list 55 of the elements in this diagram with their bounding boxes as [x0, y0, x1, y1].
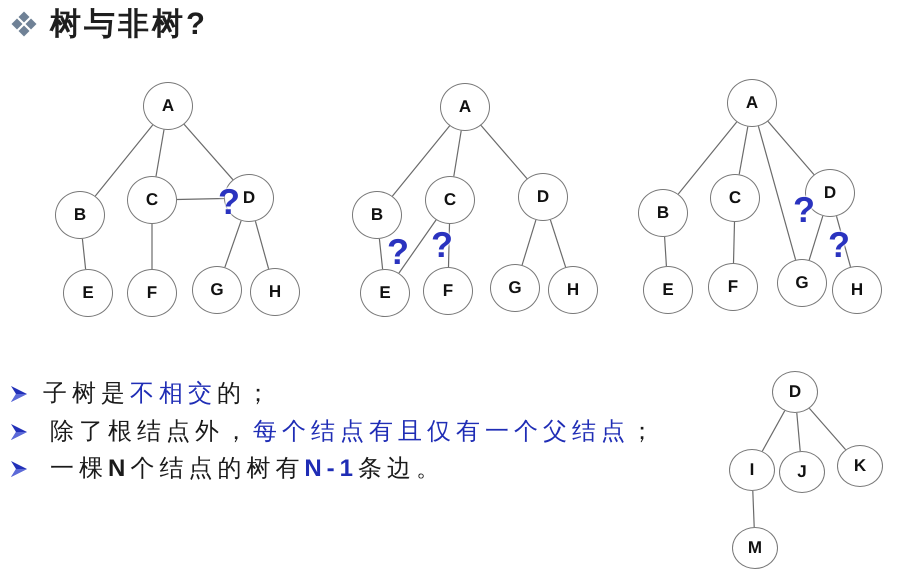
tree-node: G	[777, 259, 827, 307]
edge-line	[768, 121, 814, 175]
tree-node: E	[643, 266, 693, 314]
edge-line	[392, 126, 450, 196]
tree-node: D	[772, 371, 818, 413]
tree-node: F	[423, 267, 473, 315]
tree-node: D	[518, 173, 568, 221]
bullet-text: 除了根结点外，每个结点有且仅有一个父结点；	[50, 418, 659, 446]
tree-node: G	[192, 266, 242, 314]
tree-node: A	[727, 79, 777, 127]
tree-node: C	[425, 176, 475, 224]
edge-line	[678, 122, 738, 194]
edge-line	[94, 124, 154, 196]
edge-line	[758, 126, 796, 260]
bullet-text: 子树是不相交的；	[43, 380, 275, 408]
tree-node: I	[729, 449, 775, 491]
edge-line	[550, 220, 566, 268]
edge-line	[522, 220, 536, 266]
tree-node: A	[143, 82, 193, 130]
edge-line	[480, 125, 528, 179]
edge-line	[796, 412, 801, 452]
tree-node: H	[832, 266, 882, 314]
edge-line	[155, 130, 165, 176]
edge-line	[732, 222, 736, 264]
edge-line	[378, 238, 384, 270]
edge-line	[453, 130, 462, 176]
tree-node: B	[638, 189, 688, 237]
tree-node: B	[55, 191, 105, 239]
tree-node: C	[710, 174, 760, 222]
tree-node: H	[250, 268, 300, 316]
tree-node: F	[708, 263, 758, 311]
edge-line	[224, 220, 242, 268]
tree-node: J	[779, 451, 825, 493]
tree-node: E	[360, 269, 410, 317]
edge-line	[762, 410, 786, 452]
edge-line	[254, 221, 270, 269]
title: 树与非树?	[50, 7, 208, 41]
edge-line	[808, 408, 846, 450]
edge-line	[752, 490, 755, 528]
tree-node: E	[63, 269, 113, 317]
tree-node: B	[352, 191, 402, 239]
tree-node: A	[440, 83, 490, 131]
tree-node: F	[127, 269, 177, 317]
tree-node: G	[490, 264, 540, 312]
edge-line	[82, 238, 86, 270]
tree-node: H	[548, 266, 598, 314]
tree-node: K	[837, 445, 883, 487]
edge-line	[808, 216, 824, 260]
edge-line	[738, 126, 748, 174]
edge-line	[184, 124, 234, 180]
edge-line	[151, 224, 153, 269]
edge-line	[664, 236, 667, 266]
tree-node: M	[732, 527, 778, 569]
tree-node: C	[127, 176, 177, 224]
edge-line	[398, 220, 437, 274]
